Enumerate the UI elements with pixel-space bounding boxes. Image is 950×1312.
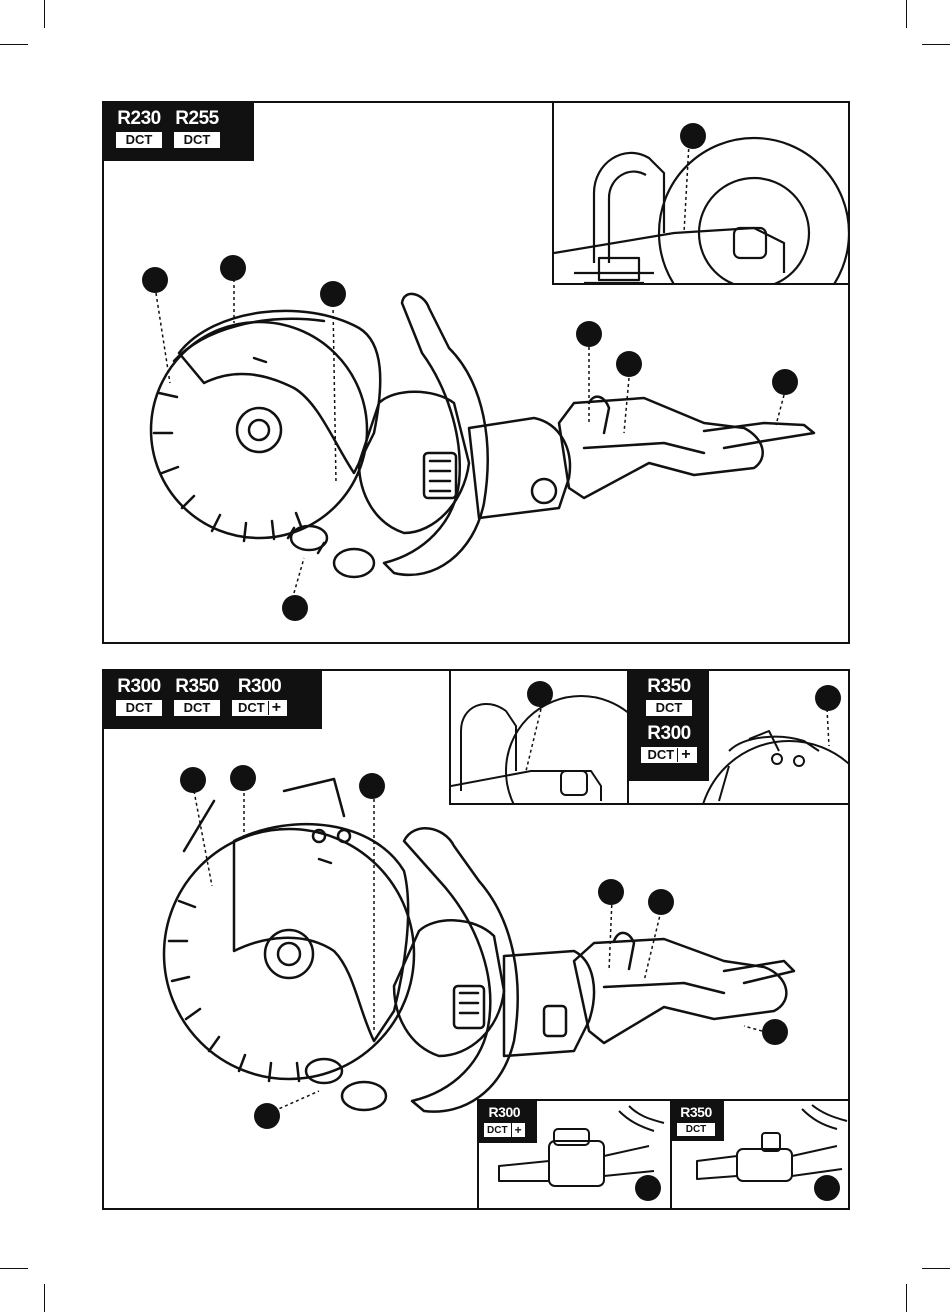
callout-marker bbox=[359, 773, 385, 799]
figure-panel-r230-r255: R230 DCT R255 DCT bbox=[102, 101, 850, 644]
detail-inset-water-valve: R300 DCT+ bbox=[477, 1099, 672, 1210]
callout-marker bbox=[680, 123, 706, 149]
callout-marker bbox=[598, 879, 624, 905]
callout-marker bbox=[527, 681, 553, 707]
callout-marker bbox=[762, 1019, 788, 1045]
callout-marker bbox=[815, 685, 841, 711]
callout-marker bbox=[616, 351, 642, 377]
crop-mark bbox=[922, 1268, 950, 1269]
figure-panel-r300-r350: R300 DCT R350 DCT R300 DCT+ bbox=[102, 669, 850, 1210]
callout-marker bbox=[230, 765, 256, 791]
crop-mark bbox=[0, 44, 28, 45]
callout-marker bbox=[648, 889, 674, 915]
callout-marker bbox=[220, 255, 246, 281]
crop-mark bbox=[922, 44, 950, 45]
crop-mark bbox=[44, 1284, 45, 1312]
callout-marker bbox=[320, 281, 346, 307]
callout-marker bbox=[180, 767, 206, 793]
callout-marker bbox=[772, 369, 798, 395]
crop-mark bbox=[906, 0, 907, 28]
detail-inset-water-valve: R350 DCT bbox=[670, 1099, 850, 1210]
callout-marker bbox=[254, 1103, 280, 1129]
crop-mark bbox=[44, 0, 45, 28]
callout-marker bbox=[282, 595, 308, 621]
callout-marker bbox=[142, 267, 168, 293]
detail-inset-guard-lever: R350 DCT R300 DCT+ bbox=[627, 669, 850, 805]
callout-marker bbox=[576, 321, 602, 347]
detail-inset-trigger-lock bbox=[552, 101, 850, 285]
crop-mark bbox=[0, 1268, 28, 1269]
detail-inset-trigger-lock bbox=[449, 669, 629, 805]
crop-mark bbox=[906, 1284, 907, 1312]
callout-marker bbox=[814, 1175, 840, 1201]
callout-marker bbox=[635, 1175, 661, 1201]
